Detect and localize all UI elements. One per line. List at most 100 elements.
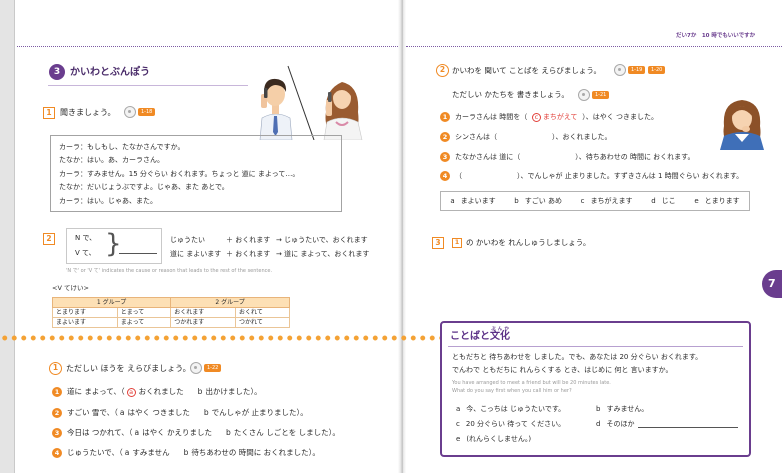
dialog-text: はい。あ、カーラさん。 [87, 156, 164, 165]
dialog-text: すみません。15 分ぐらい おくれます。ちょっと 道に まよって…。 [87, 169, 300, 178]
audio-track-label: 1-19 [628, 66, 646, 74]
dialog-line: たなか：はい。あ、カーラさん。 [59, 154, 333, 167]
example-result: → じゅうたいで、おくれます [276, 236, 368, 244]
answer-label: c [531, 112, 541, 122]
table-cell: おくれて [235, 307, 290, 318]
item-end: ）。 [308, 448, 320, 457]
dialog-line: カーラ：もしもし、たなかさんですか。 [59, 141, 333, 154]
phone-icon [264, 88, 268, 98]
cd-audio-icon [614, 64, 626, 76]
woman-collar [735, 134, 749, 142]
man-figure [259, 78, 293, 140]
pattern-blank-line [119, 246, 157, 254]
option-a-text: おくれました [138, 387, 184, 396]
dialog-line: カーラ：すみません。15 分ぐらい おくれます。ちょっと 道に まよって…。 [59, 168, 333, 181]
section-title-rule [48, 85, 248, 86]
option-label: c [456, 420, 460, 428]
example-base: じゅうたい [170, 236, 205, 244]
cd-audio-icon [578, 89, 590, 101]
item-number: 4 [440, 171, 450, 181]
item-number: 3 [440, 152, 450, 162]
culture-title-furigana: ぶんか [490, 327, 510, 332]
exercise-instruction: ただしい ほうを えらびましょう。 [66, 364, 191, 373]
cd-audio-icon [124, 106, 136, 118]
table-header-row: 1 グループ 2 グループ [51, 297, 290, 308]
practice-number-badge: 3 [432, 237, 444, 249]
woman-face [333, 87, 351, 109]
grammar-number-badge: 2 [43, 233, 55, 245]
woman-bangs [732, 106, 752, 116]
option-label: e [456, 435, 461, 443]
culture-option: e(れんらくしません。) [456, 434, 531, 444]
dialog-text: もしもし、たなかさんですか。 [87, 143, 185, 151]
item-after: ）、でんしゃが 止まりました。すずきさんは 1 時間ぐらい おくれます。 [517, 172, 744, 180]
choice-text: じこ [661, 197, 676, 205]
item-after: ）、おくれました。 [552, 133, 612, 141]
divider-line [287, 65, 315, 140]
te-form-title: <V てけい> [52, 284, 89, 292]
dialog-speaker: カーラ： [59, 143, 87, 151]
option-label: a [456, 405, 461, 413]
option-b-label: b [203, 408, 209, 417]
item-number: 3 [52, 428, 62, 438]
chapter-tab: 7 [762, 270, 782, 298]
dialog-speaker: カーラ： [59, 196, 87, 205]
dialog-text: はい。じゃあ、また。 [87, 196, 157, 205]
woman-necklace [335, 121, 349, 126]
culture-title: ことばと文化ぶんか [450, 327, 510, 345]
exercise-sub-instruction: ただしい かたちを 書きましょう。 [452, 90, 569, 99]
option-label: b [596, 405, 601, 413]
phone-icon [328, 92, 332, 102]
audio-track-label: 1-20 [648, 66, 666, 74]
choice-text: まちがえます [590, 197, 633, 205]
table-cell: まよって [116, 317, 172, 328]
cd-audio-icon [190, 362, 202, 374]
option-a-text: はやく つきました [127, 408, 190, 417]
table-row: とまります とまって おくれます おくれて [52, 307, 290, 318]
example-plus: ＋ おくれます [226, 236, 271, 244]
option-text: 今、こっちは じゅうたいです。 [466, 405, 566, 413]
dialog-line: たなか：だいじょうぶですよ。じゃあ、また あとで。 [59, 181, 333, 194]
item-stem: すごい 雪で、（ [67, 408, 118, 417]
choice-label: e [694, 197, 699, 205]
item-number: 1 [52, 387, 62, 397]
example-result: → 道に まよって、おくれます [276, 250, 370, 258]
chapter-running-title: だい7か 10 時でもいいですか [676, 33, 756, 39]
example-base: 道に まよいます [170, 250, 222, 258]
answer-circled-a: a [126, 387, 136, 397]
option-b-text: 待ちあわせの 時間に おくれました [191, 448, 309, 457]
item-stem: 道に まよって、（ [67, 387, 125, 396]
audio-track-label: 1-22 [204, 364, 222, 372]
culture-title-ruby: 文化ぶんか [490, 327, 510, 342]
culture-title-kanji: 文化 [490, 331, 510, 342]
exercise-number-badge: 1 [49, 362, 62, 375]
table-cell: つかれて [235, 317, 290, 328]
section-number-badge: 3 [49, 64, 65, 80]
section-title: かいわとぶんぽう [70, 67, 150, 78]
option-a-text: すみません [132, 448, 170, 457]
illustration-woman-thinking [720, 100, 764, 150]
pattern-verb: V て、 [75, 249, 96, 257]
audio-track-label: 1-18 [138, 108, 156, 116]
grammar-note: 'N で' or 'V て' indicates the cause or re… [66, 268, 273, 274]
option-text: そのほか [606, 420, 635, 428]
choice-label: b [514, 197, 519, 205]
choice-label: a [450, 197, 455, 205]
woman-hand [742, 126, 750, 132]
dialog-speaker: たなか： [59, 183, 87, 192]
orange-dotted-connector [0, 334, 442, 342]
listen-instruction: 聞きましょう。 [60, 108, 116, 117]
dialog-line: カーラ：はい。じゃあ、また。 [59, 195, 333, 208]
item-before: （ [455, 172, 462, 180]
culture-note-box: ことばと文化ぶんか ともだちと 待ちあわせを しました。でも、あなたは 20 分… [440, 321, 751, 457]
option-label: d [596, 420, 601, 428]
pattern-bracket: } [105, 229, 122, 259]
option-b-label: b [226, 428, 231, 437]
table-cell: とまります [52, 307, 118, 318]
